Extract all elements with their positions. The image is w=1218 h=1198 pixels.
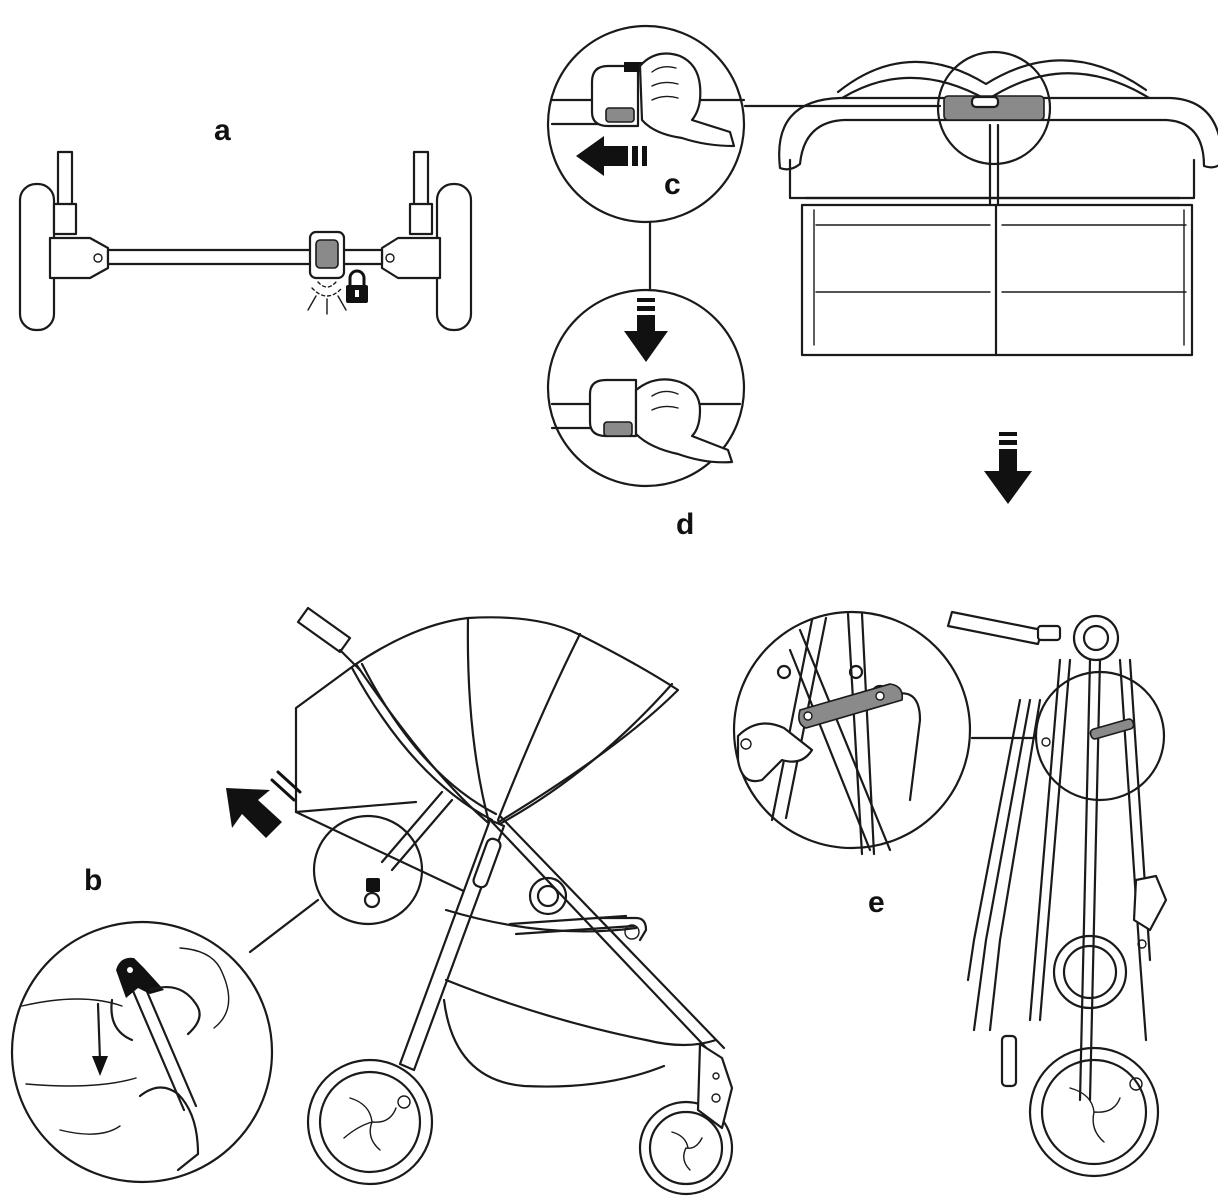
panel-cd-handlebar bbox=[743, 50, 1218, 357]
handlebar bbox=[778, 96, 1218, 171]
rear-wheel bbox=[306, 1058, 434, 1186]
panel-b-release-canopy-clip bbox=[10, 920, 274, 1184]
fold-down-arrow-icon bbox=[984, 432, 1032, 504]
folded-front-wheel bbox=[1052, 934, 1128, 1010]
panel-e-fold-latch-detail bbox=[732, 610, 972, 856]
step-label-a: a bbox=[214, 114, 231, 147]
left-frame-tube bbox=[56, 150, 74, 212]
pull-down-arrow-icon bbox=[226, 770, 302, 838]
handle-lock-zoom-ring bbox=[936, 50, 1052, 166]
right-frame-tube bbox=[412, 150, 430, 212]
fold-latch-zoom-ring bbox=[1034, 670, 1166, 802]
front-wheel bbox=[638, 1100, 734, 1196]
step-label-d: d bbox=[676, 508, 695, 541]
step-label-b: b bbox=[84, 864, 103, 897]
push-handle bbox=[296, 606, 352, 654]
panel-a-rear-axle bbox=[18, 150, 473, 332]
left-hub bbox=[48, 236, 110, 280]
right-tube-clamp bbox=[408, 202, 434, 236]
canopy bbox=[354, 616, 680, 828]
panel-e-folded-stroller bbox=[946, 610, 1168, 1178]
right-rear-wheel bbox=[435, 182, 473, 332]
step-label-e: e bbox=[868, 886, 885, 919]
canopy-clip-zoom-ring bbox=[312, 814, 424, 926]
push-down-arrow-icon bbox=[624, 298, 668, 362]
panel-b-stroller-side bbox=[226, 606, 734, 1196]
lock-icon bbox=[346, 269, 368, 303]
right-hub bbox=[380, 236, 442, 280]
folded-rear-wheel bbox=[1028, 1046, 1160, 1178]
push-left-arrow-icon bbox=[576, 136, 647, 176]
panel-c-push-handle-button bbox=[546, 24, 746, 224]
step-label-c: c bbox=[664, 168, 681, 201]
panel-d-push-handle-down bbox=[546, 288, 746, 488]
folded-push-handle bbox=[946, 610, 1044, 646]
left-tube-clamp bbox=[52, 202, 78, 236]
